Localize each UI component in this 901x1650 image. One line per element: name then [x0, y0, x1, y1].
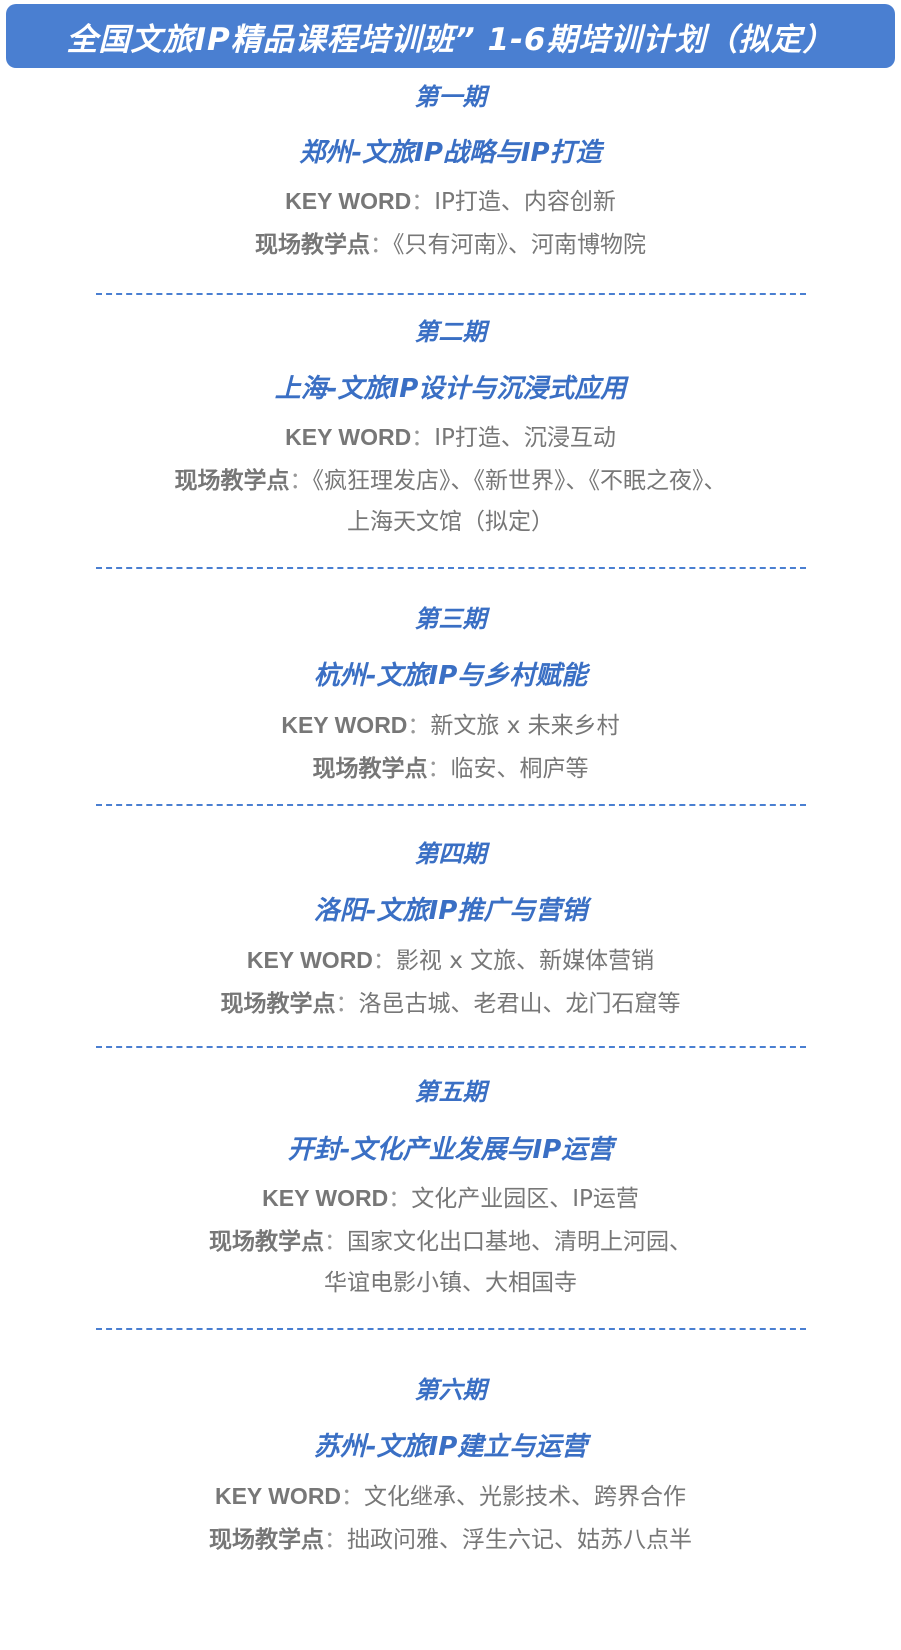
site-value-cont: 上海天文馆（拟定） — [347, 509, 554, 535]
site-value: 《疯狂理发店》、《新世界》、《不眠之夜》、 — [312, 468, 727, 494]
divider — [96, 567, 806, 569]
keyword-value: IP打造、内容创新 — [434, 189, 616, 215]
site-line-5-cont: 华谊电影小镇、大相国寺 — [0, 1268, 901, 1298]
keyword-value: 文化继承、光影技术、跨界合作 — [364, 1484, 687, 1510]
divider — [96, 1046, 806, 1048]
site-value: 拙政问雅、浮生六记、姑苏八点半 — [347, 1527, 692, 1553]
site-value: 国家文化出口基地、清明上河园、 — [347, 1229, 692, 1255]
site-label: 现场教学点 — [255, 231, 370, 257]
site-line-3: 现场教学点：临安、桐庐等 — [312, 755, 589, 782]
site-label: 现场教学点 — [174, 467, 290, 493]
site-line-2: 现场教学点：《疯狂理发店》、《新世界》、《不眠之夜》、 — [174, 467, 727, 494]
keyword-line-6: KEY WORD：文化继承、光影技术、跨界合作 — [214, 1483, 687, 1510]
site-value-cont: 华谊电影小镇、大相国寺 — [324, 1270, 577, 1296]
keyword-line-4: KEY WORD：影视 x 文旅、新媒体营销 — [246, 947, 655, 974]
keyword-label: KEY WORD — [285, 188, 412, 214]
keyword-value: IP打造、沉浸互动 — [434, 425, 616, 451]
keyword-label: KEY WORD — [246, 947, 373, 973]
period-label-3: 第三期 — [414, 605, 487, 633]
keyword-label: KEY WORD — [285, 424, 412, 450]
course-title-5: 开封-文化产业发展与IP运营 — [287, 1135, 614, 1165]
keyword-line-2: KEY WORD：IP打造、沉浸互动 — [285, 424, 616, 451]
site-line-6: 现场教学点：拙政问雅、浮生六记、姑苏八点半 — [209, 1526, 692, 1553]
course-title-1: 郑州-文旅IP战略与IP打造 — [299, 138, 602, 168]
keyword-line-3: KEY WORD：新文旅 x 未来乡村 — [281, 712, 620, 739]
course-title-2: 上海-文旅IP设计与沉浸式应用 — [274, 374, 627, 404]
course-title-3: 杭州-文旅IP与乡村赋能 — [313, 661, 588, 691]
site-label: 现场教学点 — [312, 755, 428, 781]
period-label-2: 第二期 — [414, 318, 487, 346]
keyword-label: KEY WORD — [262, 1185, 389, 1211]
keyword-label: KEY WORD — [214, 1483, 342, 1509]
keyword-value: 新文旅 x 未来乡村 — [430, 713, 620, 739]
keyword-label: KEY WORD — [281, 712, 408, 738]
header-banner: 全国文旅IP精品课程培训班” 1-6期培训计划（拟定） — [6, 4, 895, 68]
site-line-1: 现场教学点：《只有河南》、河南博物院 — [255, 231, 646, 258]
divider — [96, 1328, 806, 1330]
period-label-4: 第四期 — [414, 840, 487, 868]
keyword-line-1: KEY WORD：IP打造、内容创新 — [285, 188, 616, 215]
site-line-5: 现场教学点：国家文化出口基地、清明上河园、 — [209, 1228, 692, 1255]
period-label-1: 第一期 — [414, 83, 487, 111]
site-line-2-cont: 上海天文馆（拟定） — [0, 507, 901, 537]
site-label: 现场教学点 — [220, 990, 336, 1016]
divider — [96, 804, 806, 806]
site-label: 现场教学点 — [209, 1228, 324, 1254]
site-label: 现场教学点 — [209, 1526, 324, 1552]
page-title: 全国文旅IP精品课程培训班” 1-6期培训计划（拟定） — [66, 21, 835, 58]
period-label-6: 第六期 — [414, 1376, 487, 1404]
divider — [96, 293, 806, 295]
keyword-line-5: KEY WORD：文化产业园区、IP运营 — [262, 1185, 639, 1212]
site-line-4: 现场教学点：洛邑古城、老君山、龙门石窟等 — [220, 990, 681, 1017]
site-value: 洛邑古城、老君山、龙门石窟等 — [358, 991, 681, 1017]
keyword-value: 文化产业园区、IP运营 — [411, 1186, 639, 1212]
course-title-6: 苏州-文旅IP建立与运营 — [313, 1432, 588, 1462]
site-value: 临安、桐庐等 — [450, 756, 589, 782]
site-value: 《只有河南》、河南博物院 — [393, 232, 646, 258]
keyword-value: 影视 x 文旅、新媒体营销 — [395, 948, 655, 974]
course-title-4: 洛阳-文旅IP推广与营销 — [313, 896, 588, 926]
period-label-5: 第五期 — [414, 1078, 487, 1106]
